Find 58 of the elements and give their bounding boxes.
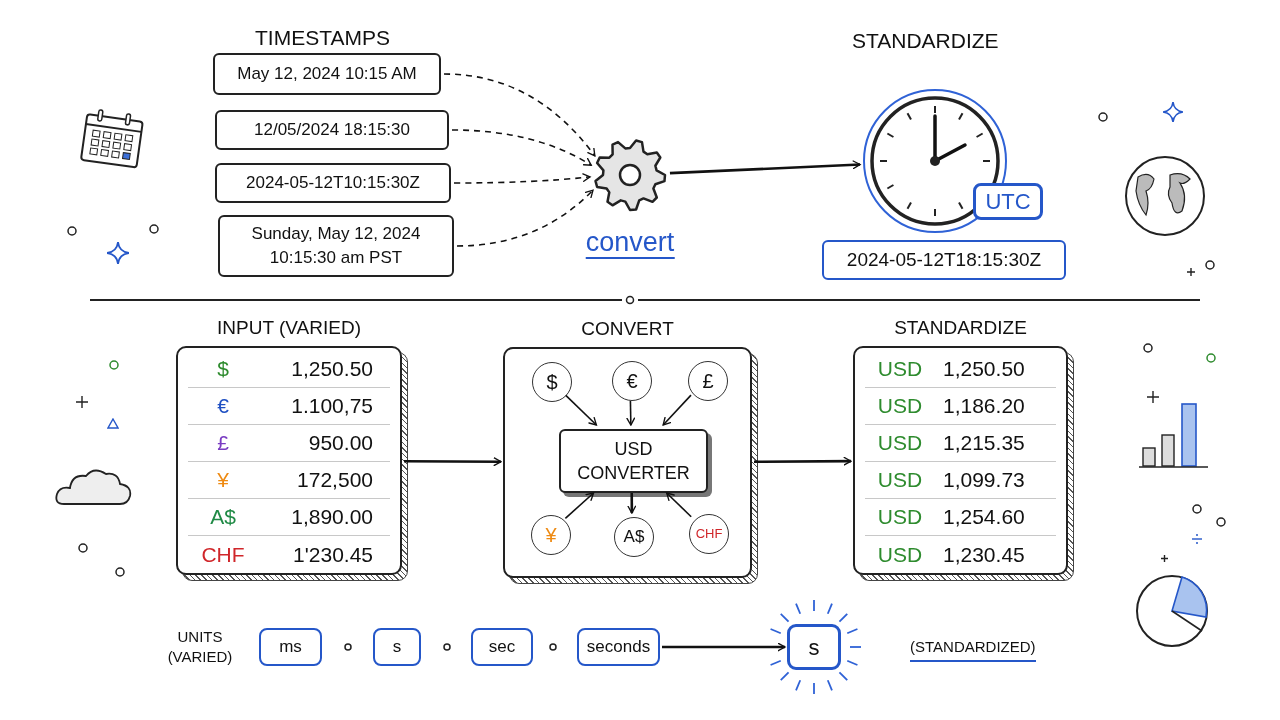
amount-text: 1,250.50 <box>943 356 1025 383</box>
currency-code: USD <box>876 504 924 531</box>
currency-symbol: $ <box>216 356 230 383</box>
unit-box: seconds <box>577 628 660 666</box>
arrow <box>456 189 594 247</box>
unit-box: sec <box>471 628 533 666</box>
arrow <box>443 73 596 157</box>
currency-symbol: A$ <box>209 504 237 531</box>
amount-text: 1,099.73 <box>943 467 1025 494</box>
node-caption: convert <box>585 227 675 259</box>
arrow <box>754 456 852 466</box>
amount-text: 1,250.50 <box>290 356 373 383</box>
timestamp-box: 2024-05-12T10:15:30Z <box>215 163 451 203</box>
currency-code: USD <box>876 393 924 420</box>
arrow <box>665 492 692 518</box>
timestamp-box: Sunday, May 12, 2024 10:15:30 am PST <box>218 215 454 277</box>
amount-text: 950.00 <box>307 430 373 457</box>
section-heading: TIMESTAMPS <box>255 25 390 51</box>
timestamp-box: May 12, 2024 10:15 AM <box>213 53 441 95</box>
arrow <box>669 160 861 175</box>
unit-box: s <box>373 628 421 666</box>
amount-text: 1,215.35 <box>943 430 1025 457</box>
section-label: (STANDARDIZED) <box>910 636 1036 662</box>
section-heading: STANDARDIZE <box>852 28 999 54</box>
amount-text: 1,186.20 <box>943 393 1025 420</box>
section-label: UNITS (VARIED) <box>166 627 234 667</box>
currency-code: USD <box>876 467 924 494</box>
amount-text: 1'230.45 <box>292 541 373 568</box>
arrow <box>453 173 591 184</box>
timestamp-box: 12/05/2024 18:15:30 <box>215 110 449 150</box>
panel-heading: CONVERT <box>581 317 674 341</box>
arrow <box>626 400 636 426</box>
amount-text: 1,254.60 <box>943 504 1025 531</box>
currency-symbol: ¥ <box>216 467 230 494</box>
amount-text: 1,230.45 <box>943 541 1025 568</box>
amount-text: 172,500 <box>296 467 373 494</box>
arrow <box>564 492 595 520</box>
currency-symbol: £ <box>216 430 230 457</box>
amount-text: 1,890.00 <box>290 504 373 531</box>
panel-heading: INPUT (VARIED) <box>217 316 361 340</box>
gear-icon <box>592 137 668 213</box>
currency-code: USD <box>876 356 924 383</box>
arrow <box>627 493 637 514</box>
currency-code: USD <box>876 430 924 457</box>
currency-code: USD <box>876 541 924 568</box>
currency-symbol: € <box>216 393 230 420</box>
arrow <box>451 129 592 166</box>
arrow <box>662 394 692 426</box>
arrow <box>565 394 598 426</box>
arrow <box>662 642 786 652</box>
arrow <box>404 457 502 467</box>
amount-text: 1.100,75 <box>290 393 373 420</box>
currency-symbol: CHF <box>200 541 246 568</box>
unit-box: s <box>787 624 841 670</box>
panel-heading: STANDARDIZE <box>894 316 1027 340</box>
unit-box: ms <box>259 628 322 666</box>
result-box: 2024-05-12T18:15:30Z <box>822 240 1066 280</box>
utc-badge: UTC <box>973 183 1043 220</box>
